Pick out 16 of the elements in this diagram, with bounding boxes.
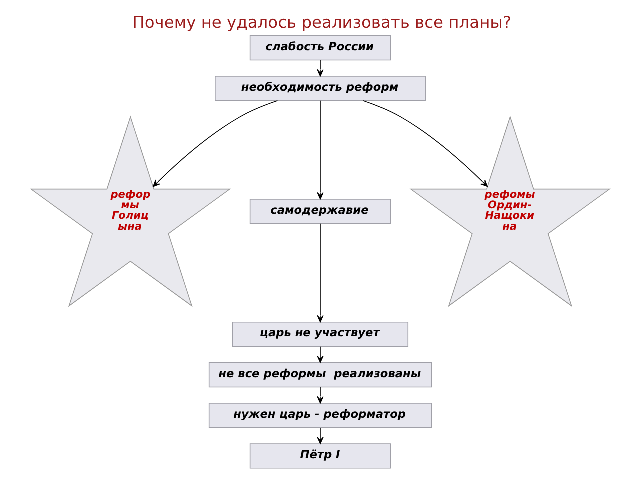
arrow [316, 346, 324, 364]
arrow [316, 386, 324, 404]
arrow [152, 100, 278, 188]
arrow [362, 100, 488, 188]
arrow [316, 100, 324, 200]
node-box: слабость России [249, 36, 391, 61]
arrow [316, 223, 324, 323]
node-box: необходимость реформ [214, 76, 426, 102]
arrow [316, 428, 324, 444]
node-box: не все реформы реализованы [208, 362, 432, 388]
node-box: самодержавие [249, 199, 391, 224]
arrow [316, 60, 324, 77]
node-box: Пётр I [249, 444, 391, 469]
node-box: нужен царь - реформатор [208, 403, 432, 428]
node-box: царь не участвует [232, 322, 408, 348]
diagram-title: Почему не удалось реализовать все планы? [132, 12, 512, 32]
